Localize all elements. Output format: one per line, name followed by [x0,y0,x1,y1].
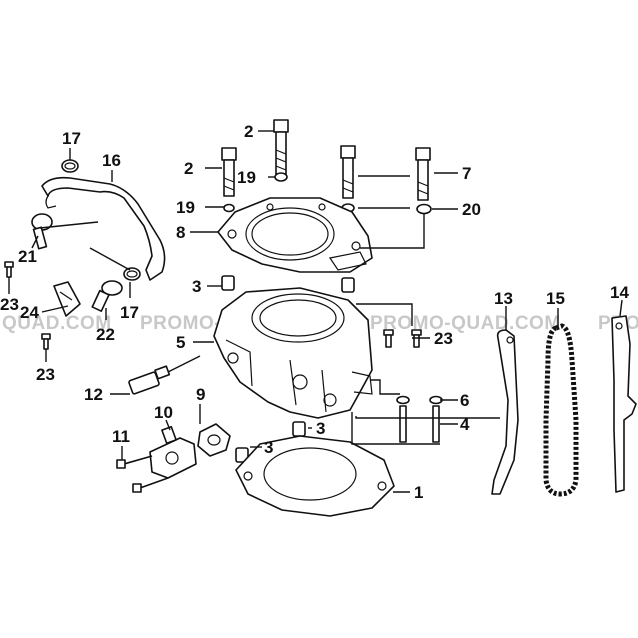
callout-21: 22 [96,325,115,344]
callout-labels: 2 2 19 19 7 20 8 3 5 23 6 4 3 3 1 12 9 1… [0,122,629,502]
tensioner-guide [611,315,637,493]
callout-11: 11 [112,427,130,446]
water-fitting [53,281,81,317]
callout-17: 17 [120,303,139,322]
callout-17: 17 [62,129,81,148]
callout-19: 20 [462,200,481,219]
callout-7: 7 [462,164,471,183]
dowel-pin [292,421,306,437]
head-bolt-mid [340,145,356,199]
callout-4: 4 [460,415,470,434]
callout-6: 6 [460,391,469,410]
callout-10: 10 [154,403,173,422]
timing-chain [543,323,579,497]
coolant-hose [41,176,166,281]
callout-2: 2 [184,159,193,178]
callout-2: 2 [244,122,253,141]
callout-20: 21 [18,247,37,266]
cylinder-base-gasket [235,435,395,517]
callout-12: 12 [84,385,103,404]
callout-8: 8 [176,223,185,242]
cylinder-head-gasket-top [217,197,373,273]
watermark-left: QUAD.COM [2,313,112,334]
hose-elbow [91,280,123,312]
small-bolt [41,333,51,350]
callout-3: 3 [192,277,201,296]
callout-9: 9 [196,385,205,404]
callout-5: 5 [176,333,185,352]
head-bolt-right [415,147,431,201]
callout-19: 19 [237,168,256,187]
hose-clip [31,213,53,250]
hose-clamp [123,267,141,281]
tensioner-bolts [116,455,169,493]
head-bolt-long [273,119,289,175]
small-bolt [4,261,14,278]
hose-clamp [61,159,79,173]
dowel-pin [341,277,355,293]
cylinder-block [213,287,373,419]
callout-24: 24 [20,303,39,322]
callout-23: 23 [36,365,55,384]
dowel-pin [221,275,235,291]
temperature-sensor [128,365,171,395]
callout-22: 23 [434,329,453,348]
washer [416,203,432,215]
callout-16: 16 [102,151,121,170]
washer [223,203,235,213]
washer [274,172,288,182]
callout-3: 3 [264,438,273,457]
callout-19: 19 [176,198,195,217]
callout-13: 13 [494,289,513,308]
small-bolts [383,329,422,348]
chain-guide [491,329,519,495]
chain-tensioner [149,425,197,479]
callout-23: 23 [0,295,19,314]
cylinder-studs [396,395,443,443]
callout-15: 15 [546,289,565,308]
watermark-right: PROMO-QUAD.COM [370,313,561,334]
callout-3: 3 [316,419,325,438]
tensioner-gasket [197,423,231,457]
callout-14: 14 [610,283,629,302]
dowel-pin [235,447,249,463]
callout-1: 1 [414,483,423,502]
head-bolt-left [221,147,237,197]
leader-lines [8,130,623,493]
